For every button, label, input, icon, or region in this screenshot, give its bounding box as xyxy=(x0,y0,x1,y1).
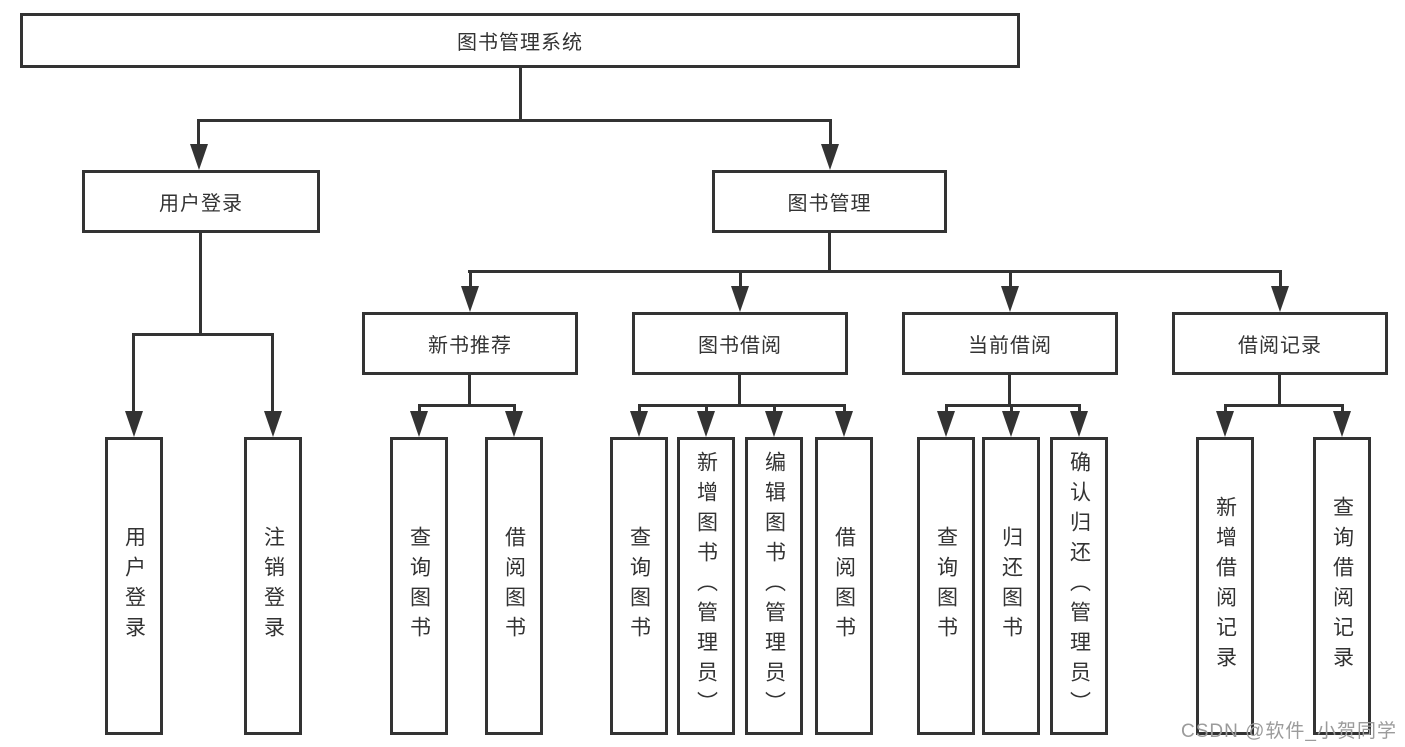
connector-drop-book-borrow xyxy=(739,270,742,288)
node-user-login-leaf: 用户登录 xyxy=(105,437,163,735)
connector-new-book-stem xyxy=(468,375,471,407)
node-user-login: 用户登录 xyxy=(82,170,320,233)
node-edit-book-admin: 编辑图书（管理员） xyxy=(745,437,803,735)
node-query-borrow-record: 查询借阅记录 xyxy=(1313,437,1371,735)
connector-drop xyxy=(1341,404,1344,413)
connector-drop xyxy=(843,404,846,413)
arrow-down-icon xyxy=(765,411,783,437)
node-book-borrow: 图书借阅 xyxy=(632,312,848,375)
arrow-down-icon xyxy=(731,286,749,312)
node-root: 图书管理系统 xyxy=(20,13,1020,68)
arrow-down-icon xyxy=(1001,286,1019,312)
node-current-borrow: 当前借阅 xyxy=(902,312,1118,375)
arrow-down-icon xyxy=(410,411,428,437)
connector-drop xyxy=(1010,404,1013,413)
connector-borrow-record-hbar xyxy=(1224,404,1344,407)
watermark: CSDN @软件_小贺同学 xyxy=(1181,721,1397,742)
connector-drop-book-management xyxy=(829,119,832,146)
connector-drop-new-book xyxy=(469,270,472,288)
connector-borrow-record-stem xyxy=(1278,375,1281,407)
connector-drop xyxy=(1224,404,1227,413)
arrow-down-icon xyxy=(264,411,282,437)
arrow-down-icon xyxy=(1271,286,1289,312)
node-return-book: 归还图书 xyxy=(982,437,1040,735)
node-confirm-return-admin: 确认归还（管理员） xyxy=(1050,437,1108,735)
connector-book-management-stem xyxy=(828,233,831,273)
node-borrow-book-recommend: 借阅图书 xyxy=(485,437,543,735)
connector-root-hbar xyxy=(197,119,832,122)
arrow-down-icon xyxy=(1002,411,1020,437)
connector-drop xyxy=(705,404,708,413)
connector-drop xyxy=(513,404,516,413)
connector-drop xyxy=(1078,404,1081,413)
node-query-book-current: 查询图书 xyxy=(917,437,975,735)
arrow-down-icon xyxy=(1216,411,1234,437)
connector-drop-login-leaf xyxy=(132,333,135,411)
connector-current-borrow-stem xyxy=(1008,375,1011,407)
node-new-book-recommend: 新书推荐 xyxy=(362,312,578,375)
connector-book-borrow-hbar xyxy=(638,404,846,407)
connector-new-book-hbar xyxy=(418,404,516,407)
arrow-down-icon xyxy=(190,144,208,170)
connector-drop xyxy=(945,404,948,413)
connector-drop-current-borrow xyxy=(1009,270,1012,288)
connector-drop-user-login xyxy=(197,119,200,146)
node-add-book-admin: 新增图书（管理员） xyxy=(677,437,735,735)
connector-drop-logout-leaf xyxy=(271,333,274,411)
arrow-down-icon xyxy=(821,144,839,170)
arrow-down-icon xyxy=(697,411,715,437)
connector-drop xyxy=(773,404,776,413)
node-query-book-borrow: 查询图书 xyxy=(610,437,668,735)
arrow-down-icon xyxy=(461,286,479,312)
connector-user-login-stem xyxy=(199,233,202,336)
arrow-down-icon xyxy=(1333,411,1351,437)
node-query-book-recommend: 查询图书 xyxy=(390,437,448,735)
connector-book-borrow-stem xyxy=(738,375,741,407)
arrow-down-icon xyxy=(1070,411,1088,437)
connector-book-management-hbar xyxy=(468,270,1282,273)
connector-drop xyxy=(418,404,421,413)
node-borrow-record: 借阅记录 xyxy=(1172,312,1388,375)
node-add-borrow-record: 新增借阅记录 xyxy=(1196,437,1254,735)
arrow-down-icon xyxy=(125,411,143,437)
node-borrow-book-leaf: 借阅图书 xyxy=(815,437,873,735)
connector-user-login-hbar xyxy=(132,333,274,336)
node-book-management: 图书管理 xyxy=(712,170,947,233)
arrow-down-icon xyxy=(937,411,955,437)
node-logout-leaf: 注销登录 xyxy=(244,437,302,735)
connector-drop-borrow-record xyxy=(1279,270,1282,288)
arrow-down-icon xyxy=(505,411,523,437)
arrow-down-icon xyxy=(630,411,648,437)
connector-root-stem xyxy=(519,66,522,120)
connector-current-borrow-hbar xyxy=(945,404,1081,407)
connector-drop xyxy=(638,404,641,413)
arrow-down-icon xyxy=(835,411,853,437)
